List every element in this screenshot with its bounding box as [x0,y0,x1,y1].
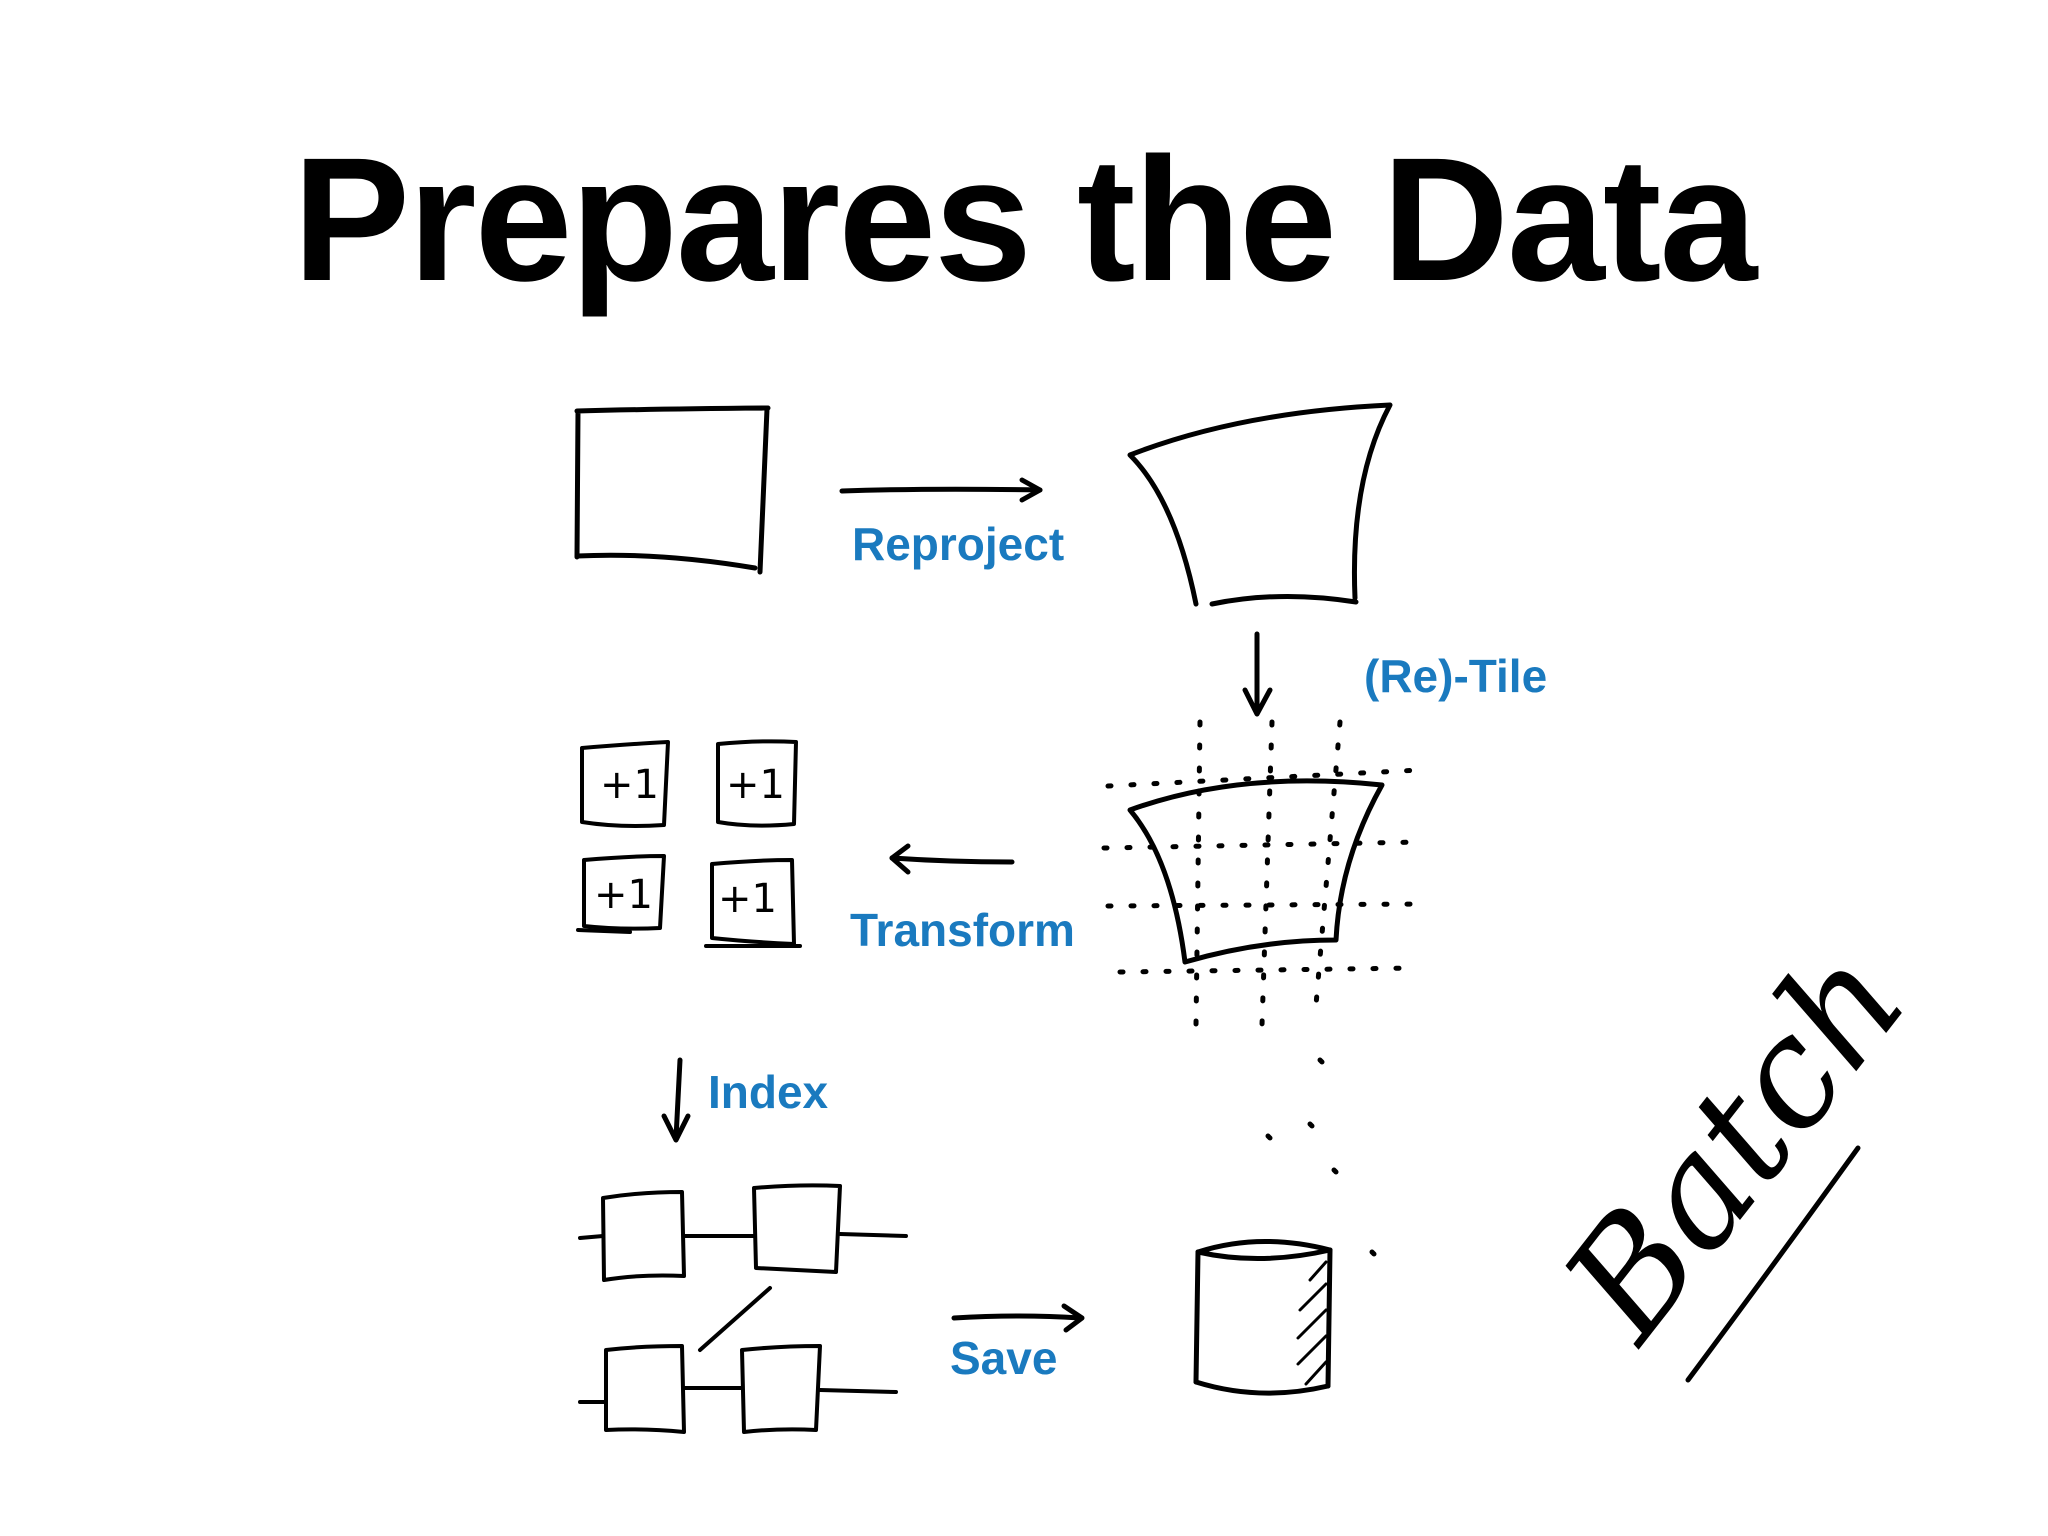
tiled-grid [1101,719,1423,1028]
reproject-label: Reproject [852,518,1065,570]
batch-note: Batch [1529,916,1940,1383]
retile-label: (Re)-Tile [1364,650,1548,702]
raster-square [574,405,771,575]
transform-arrow [889,843,1015,875]
save-arrow [951,1303,1085,1333]
tiled-shape [1127,778,1385,965]
slide-title: Prepares the Data [292,122,1758,318]
tile-marker: +1 [594,872,653,918]
batch-handwriting: Batch [1529,916,1939,1373]
retile-arrow [1242,631,1273,717]
index-arrow [661,1057,691,1143]
reproject-arrow [839,477,1043,503]
tile-marker: +1 [726,762,785,808]
transformed-tiles: +1 +1 +1 +1 [576,739,802,948]
index-label: Index [708,1066,829,1118]
tile-marker: +1 [600,762,659,808]
database-cylinder [1193,1239,1333,1396]
tile-marker: +1 [718,876,777,922]
scatter-dots [1265,1057,1377,1257]
save-label: Save [950,1332,1058,1384]
reprojected-shape [1127,402,1393,607]
indexed-tiles [578,1183,908,1434]
transform-label: Transform [850,904,1075,956]
